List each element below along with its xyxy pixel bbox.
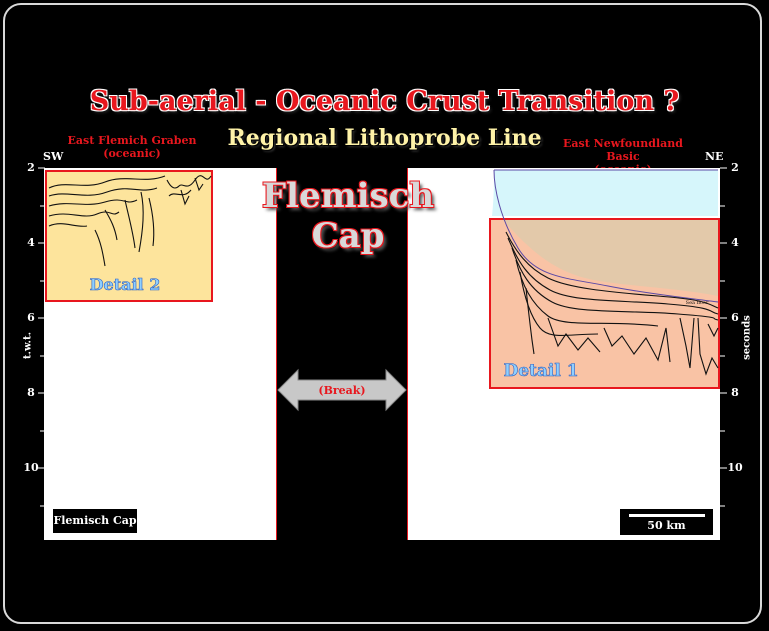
left-tick-8: 8	[27, 386, 35, 399]
flemisch-cap-title: Flemisch Cap	[261, 176, 435, 256]
right-region-name: East Newfoundland Basic	[563, 137, 683, 163]
flemisch-cap-footer-label: Flemisch Cap	[53, 509, 137, 533]
detail-2-label: Detail 2	[90, 275, 161, 294]
scale-bar-line	[629, 514, 705, 517]
left-tick-2: 2	[27, 161, 35, 174]
left-tick-4: 4	[27, 236, 35, 249]
scale-bar: 50 km	[620, 509, 713, 535]
left-axis	[36, 168, 45, 540]
scale-bar-label: 50 km	[647, 519, 686, 532]
detail-2-section: Detail 2	[45, 170, 213, 302]
sea-floor-label: Sea floor	[686, 300, 709, 306]
right-tick-6: 6	[731, 311, 739, 324]
break-label: (Break)	[318, 384, 365, 397]
detail-1-label: Detail 1	[503, 361, 578, 381]
left-region-name: East Flemich Graben	[67, 134, 197, 147]
slide-title: Sub-aerial - Oceanic Crust Transition ?	[89, 86, 680, 117]
slide-subtitle: Regional Lithoprobe Line	[227, 125, 542, 151]
left-region-type: (oceanic)	[103, 147, 161, 160]
right-tick-8: 8	[731, 386, 739, 399]
orientation-sw: SW	[43, 150, 64, 163]
left-tick-6: 6	[27, 311, 35, 324]
break-gap	[276, 168, 408, 540]
left-region-label: East Flemich Graben (oceanic)	[62, 134, 202, 160]
right-tick-10: 10	[727, 461, 743, 474]
left-tick-10: 10	[23, 461, 39, 474]
orientation-ne: NE	[705, 150, 724, 163]
right-tick-4: 4	[731, 236, 739, 249]
break-arrow: (Break)	[277, 368, 407, 412]
right-tick-2: 2	[731, 161, 739, 174]
detail-1-section: Sea floor Detail 1	[489, 169, 720, 389]
